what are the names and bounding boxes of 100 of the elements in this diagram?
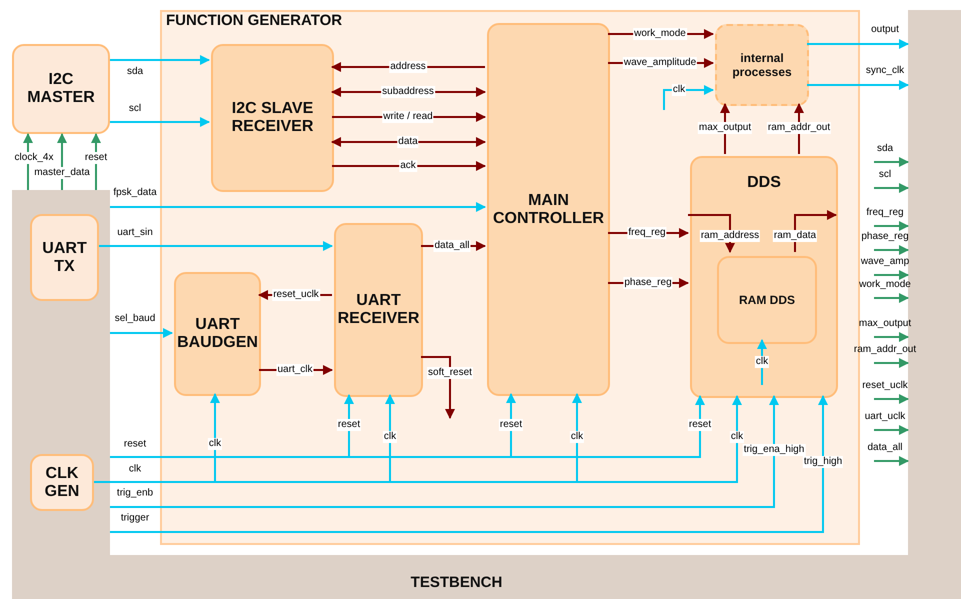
block-label: I2C SLAVE RECEIVER — [230, 100, 314, 136]
block-box — [30, 454, 94, 511]
arrow — [331, 87, 486, 97]
edge-label: data_all — [866, 442, 904, 454]
arrow — [110, 395, 779, 508]
edge-label: reset — [84, 152, 108, 164]
edge-label: trig_high — [802, 456, 844, 468]
arrow — [421, 241, 486, 251]
block-label: UART TX — [41, 240, 88, 276]
signal-arrow — [874, 425, 909, 435]
arrow — [23, 133, 33, 190]
signal-arrow — [874, 183, 909, 193]
signal-arrow — [757, 339, 767, 385]
signal-arrow — [874, 293, 909, 303]
edge-label: subaddress — [381, 86, 435, 98]
signal-arrow — [874, 245, 909, 255]
block-box — [334, 223, 423, 397]
edge-label: address — [389, 61, 427, 73]
arrow — [110, 202, 486, 212]
signal-label: clk — [128, 464, 142, 474]
edge-label: master_data — [33, 167, 91, 179]
block-box — [174, 272, 261, 396]
edge-label: clk — [730, 431, 744, 443]
edge-label: reset_uclk — [272, 289, 320, 301]
block-label: DDS — [747, 174, 781, 192]
signal-label: trig_enb — [116, 488, 154, 498]
signal-arrow — [421, 356, 455, 419]
arrow — [331, 62, 485, 72]
arrow — [259, 365, 333, 375]
edge-label: sync_clk — [864, 65, 906, 77]
edge-label: work_mode — [633, 28, 687, 40]
block-label: internal processes — [731, 51, 793, 79]
edge-label: ack — [399, 160, 417, 172]
edge-label: clock_4x — [14, 152, 54, 164]
edge-label: ram_address — [700, 230, 760, 242]
block-label: I2C MASTER — [26, 71, 96, 107]
edge-label: work_mode — [858, 279, 912, 291]
signal-arrow — [874, 394, 909, 404]
block-box — [211, 44, 334, 192]
edge-label: ram_addr_out — [766, 122, 832, 134]
arrow — [608, 29, 714, 39]
arrow — [110, 328, 173, 338]
edge-label: max_output — [858, 318, 912, 330]
arrow — [794, 103, 804, 154]
edge-label: reset — [688, 419, 712, 431]
block-box — [30, 214, 99, 301]
block-label: RAM DDS — [738, 293, 796, 307]
edge-label: reset — [336, 419, 362, 431]
edge-label: ram_addr_out — [852, 344, 918, 356]
edge-label: reset — [498, 419, 524, 431]
testbench-frame — [12, 10, 961, 599]
arrow — [110, 117, 210, 127]
edge-label: wave_amplitude — [622, 57, 698, 69]
block-label: UART BAUDGEN — [176, 316, 259, 352]
arrow — [331, 137, 486, 147]
arrow — [91, 133, 101, 190]
edge-label: max_output — [698, 122, 752, 134]
edge-label: clk — [570, 431, 584, 443]
edge-label: clk — [208, 438, 222, 450]
signal-label: trigger — [120, 512, 150, 524]
edge-label: freq_reg — [627, 227, 667, 239]
block-box — [487, 23, 610, 396]
container-title: FUNCTION GENERATOR — [166, 12, 342, 29]
edge-label: sda — [876, 143, 894, 155]
block-box — [715, 24, 809, 106]
edge-label: write / read — [382, 111, 434, 123]
edge-label: phase_reg — [623, 277, 673, 289]
arrow — [110, 55, 210, 65]
block-box — [717, 256, 817, 344]
arrow — [332, 161, 486, 171]
arrow — [807, 39, 909, 49]
edge-label: freq_reg — [865, 207, 905, 219]
edge-label: trig_ena_high — [742, 444, 806, 456]
signal-arrow — [663, 85, 714, 110]
arrow — [608, 228, 689, 238]
signal-arrow — [874, 332, 909, 342]
edge-label: uart_sin — [116, 227, 154, 239]
block-label: MAIN CONTROLLER — [492, 192, 606, 228]
arrow — [688, 214, 735, 253]
arrow — [720, 103, 730, 154]
signal-label: reset — [124, 438, 146, 450]
block-box — [12, 44, 110, 134]
signal-arrow — [874, 221, 909, 231]
edge-label: sel_baud — [114, 313, 156, 325]
edge-label: uart_clk — [276, 364, 314, 376]
arrow — [807, 80, 909, 90]
edge-label: clk — [382, 431, 398, 443]
edge-label: data_all — [433, 240, 471, 252]
edge-label: fpsk_data — [112, 187, 158, 199]
edge-label: output — [870, 24, 900, 36]
signal-arrow — [874, 358, 909, 368]
edge-label: phase_reg — [860, 231, 910, 243]
arrow — [332, 112, 486, 122]
edge-label: uart_uclk — [864, 411, 906, 423]
block-label: UART RECEIVER — [336, 292, 420, 328]
edge-label: clk — [672, 84, 686, 96]
container-title: TESTBENCH — [410, 574, 502, 591]
edge-label: ram_data — [772, 230, 818, 242]
arrow — [57, 133, 67, 190]
edge-label: reset_uclk — [861, 380, 909, 392]
